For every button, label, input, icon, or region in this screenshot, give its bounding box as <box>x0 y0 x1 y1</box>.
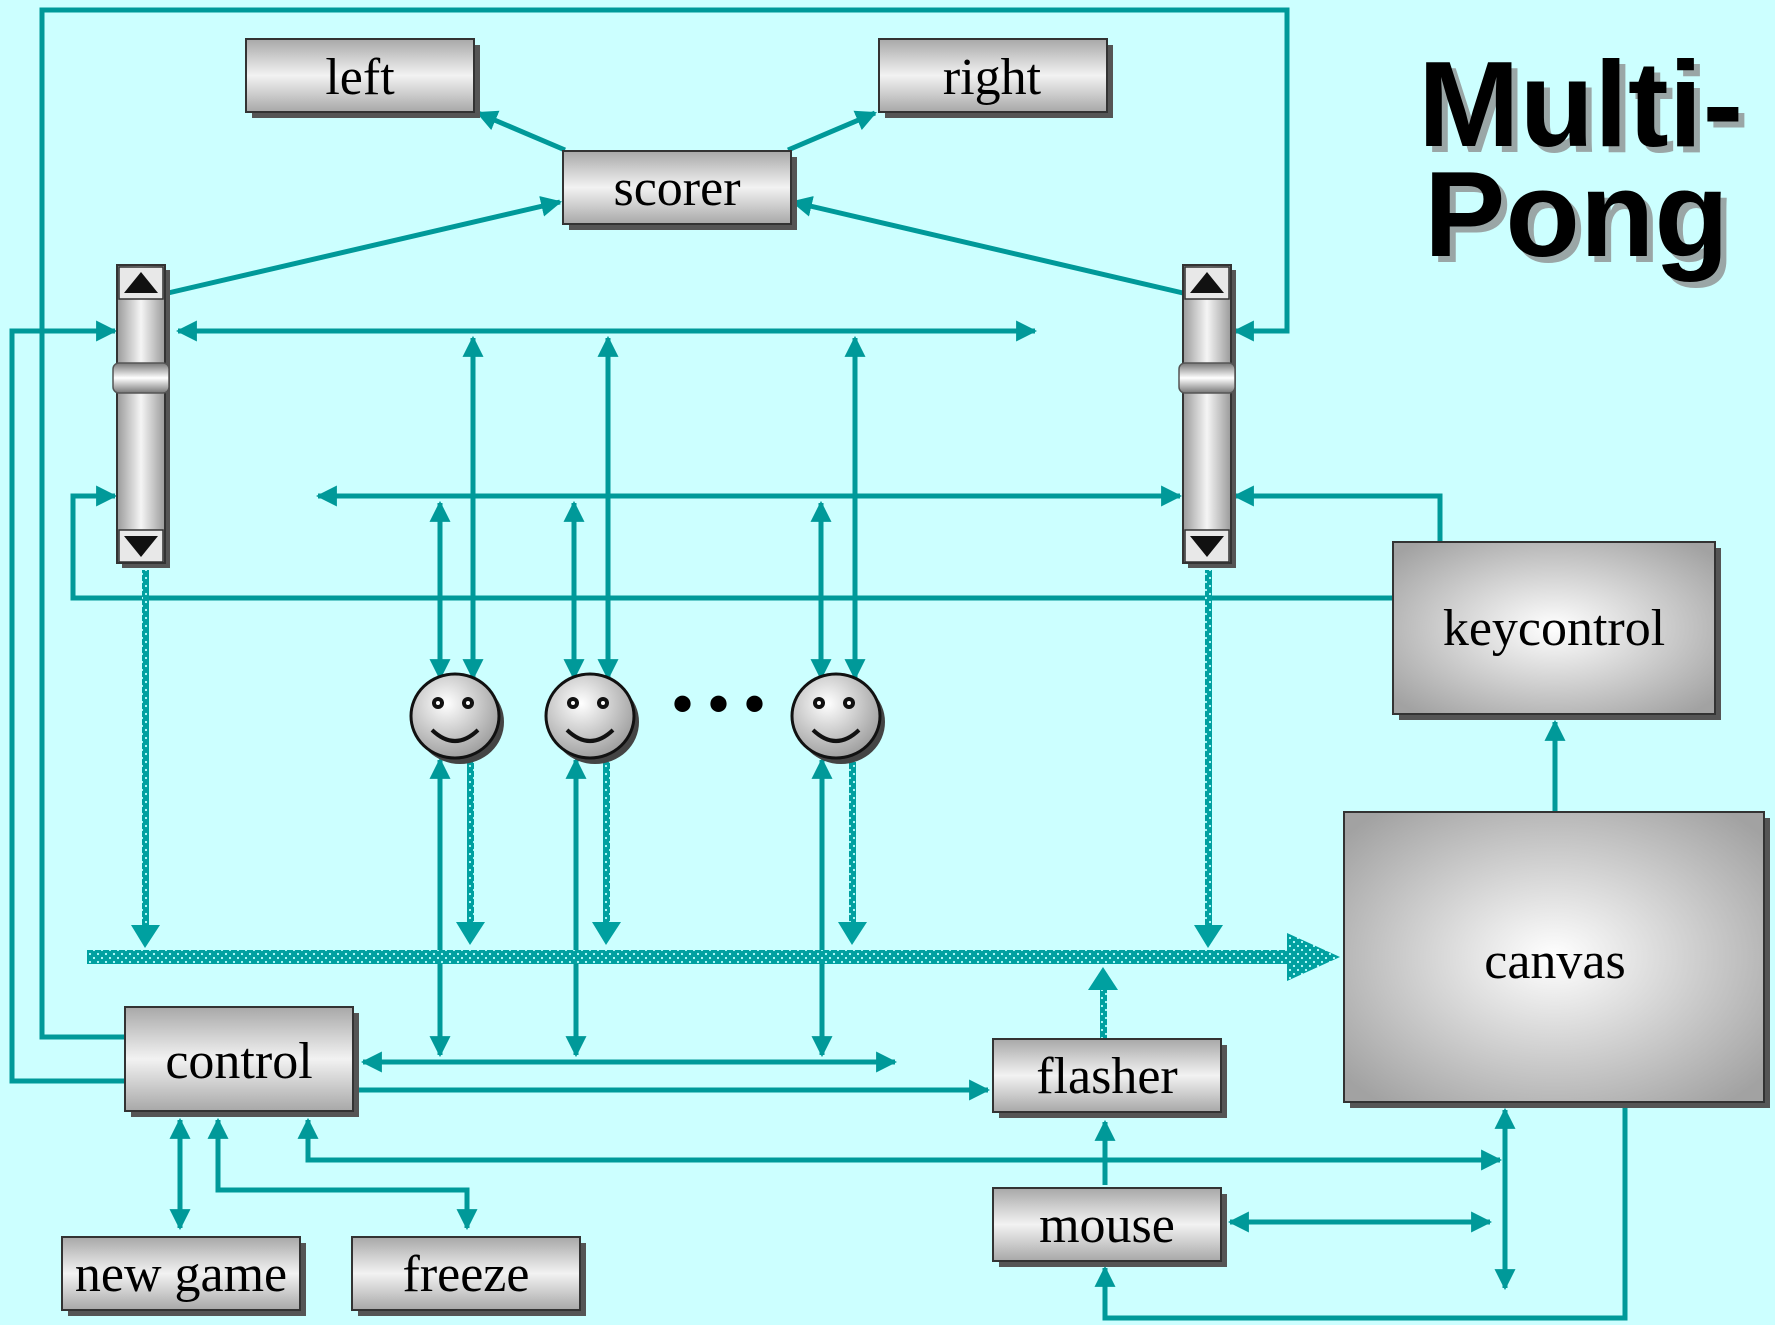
scrollbar-icon <box>1178 264 1236 568</box>
box-left: left <box>245 38 480 118</box>
connector-lines <box>9 7 1628 1321</box>
box-canvas: canvas <box>1343 811 1770 1108</box>
arrow-scorer-to-left <box>476 110 566 153</box>
box-scorer: scorer <box>562 150 797 230</box>
arrow-left-paddle-to-scorer <box>167 196 563 296</box>
title: Multi- Multi- Pong Pong <box>1418 36 1749 288</box>
box-right: right <box>878 38 1113 118</box>
ellipsis: • • • <box>672 671 765 737</box>
title-line-1: Multi- <box>1418 36 1743 172</box>
box-new-game: new game <box>61 1236 306 1316</box>
box-flasher-label: flasher <box>1036 1048 1177 1105</box>
box-control-label: control <box>165 1033 312 1090</box>
box-left-label: left <box>325 49 395 106</box>
box-scorer-label: scorer <box>613 160 740 217</box>
box-flasher: flasher <box>992 1038 1227 1118</box>
smiley-face-icon <box>790 672 885 764</box>
arrow-keycontrol-to-left-paddle <box>70 485 1393 601</box>
arrow-keycontrol-to-right-paddle <box>1232 485 1443 545</box>
svg-text:Multi-: Multi- <box>1424 42 1749 178</box>
main-data-bus-head <box>1287 933 1340 981</box>
scrollbar-icon <box>112 264 170 568</box>
box-right-label: right <box>943 49 1042 106</box>
svg-text:Pong: Pong <box>1430 152 1735 288</box>
arrow-control-freeze <box>207 1117 478 1231</box>
main-data-bus <box>87 950 1289 964</box>
box-keycontrol-label: keycontrol <box>1443 600 1665 657</box>
smiley-face-icon <box>409 672 504 764</box>
box-mouse-label: mouse <box>1039 1197 1175 1254</box>
box-control: control <box>124 1006 359 1117</box>
arrow-control-to-left-paddle <box>9 320 125 1084</box>
box-freeze-label: freeze <box>403 1246 530 1303</box>
box-mouse: mouse <box>992 1187 1227 1267</box>
arrow-scorer-to-right <box>787 110 877 153</box>
title-line-2: Pong <box>1424 146 1729 282</box>
arrow-control-to-right-paddle <box>39 7 1290 1040</box>
smiley-face-icon <box>544 672 639 764</box>
arrow-control-canvas-bus <box>297 1117 1503 1171</box>
box-canvas-label: canvas <box>1484 933 1625 990</box>
arrow-right-paddle-to-scorer <box>790 196 1184 296</box>
box-freeze: freeze <box>351 1236 586 1316</box>
box-new-game-label: new game <box>75 1246 287 1303</box>
box-keycontrol: keycontrol <box>1392 541 1721 720</box>
dotted-data-flows <box>87 570 1340 1039</box>
arrow-canvas-to-mouse <box>1094 1108 1628 1321</box>
